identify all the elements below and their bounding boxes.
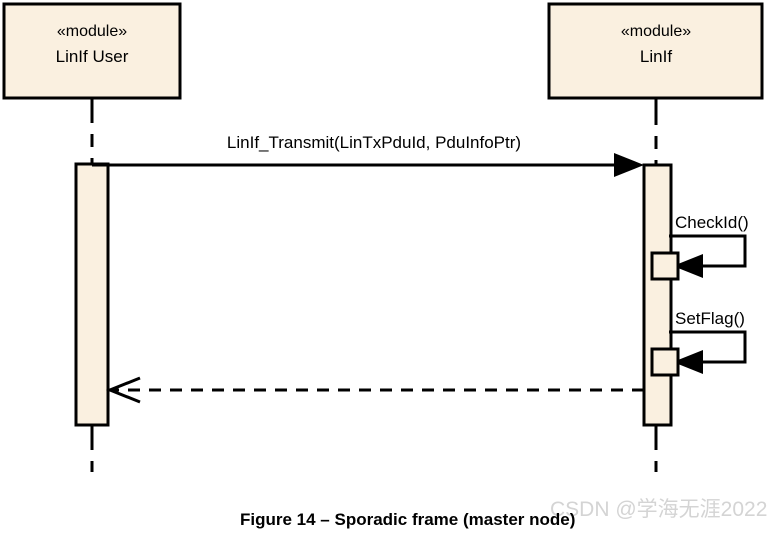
- nested-activation-checkid[interactable]: [650, 251, 680, 281]
- participant-box-linif[interactable]: [547, 2, 764, 100]
- message-setflag-selfcall[interactable]: SetFlag(): [650, 309, 747, 377]
- arrowhead-return-open: [105, 376, 141, 404]
- participant-stereotype-linif: «module»: [621, 23, 691, 40]
- arrowhead-setflag-filled: [673, 350, 703, 374]
- arrowhead-checkid-filled: [673, 254, 703, 278]
- nested-activation-setflag[interactable]: [650, 347, 680, 377]
- participant-name-linif: LinIf: [640, 47, 672, 66]
- message-label-setflag: SetFlag(): [675, 309, 745, 328]
- participant-linif[interactable]: «module» LinIf: [547, 2, 764, 100]
- message-checkid-selfcall[interactable]: CheckId(): [650, 213, 749, 281]
- message-label-transmit: LinIf_Transmit(LinTxPduId, PduInfoPtr): [227, 133, 521, 152]
- participant-linif-user[interactable]: «module» LinIf User: [2, 2, 182, 100]
- message-path-setflag: [669, 330, 747, 364]
- message-return-reply[interactable]: [105, 376, 644, 404]
- figure-caption: Figure 14 – Sporadic frame (master node): [240, 510, 575, 529]
- activation-bar-linif-user[interactable]: [74, 162, 110, 427]
- message-label-checkid: CheckId(): [675, 213, 749, 232]
- participant-stereotype-linif-user: «module»: [57, 23, 127, 40]
- activation-bar-linif[interactable]: [642, 163, 673, 427]
- participant-name-linif-user: LinIf User: [56, 47, 129, 66]
- message-path-checkid: [669, 234, 747, 268]
- watermark-label: CSDN @学海无涯2022: [550, 498, 767, 521]
- participant-box-linif-user[interactable]: [2, 2, 182, 100]
- arrowhead-transmit-filled: [614, 153, 644, 177]
- message-transmit-call[interactable]: LinIf_Transmit(LinTxPduId, PduInfoPtr): [92, 133, 644, 177]
